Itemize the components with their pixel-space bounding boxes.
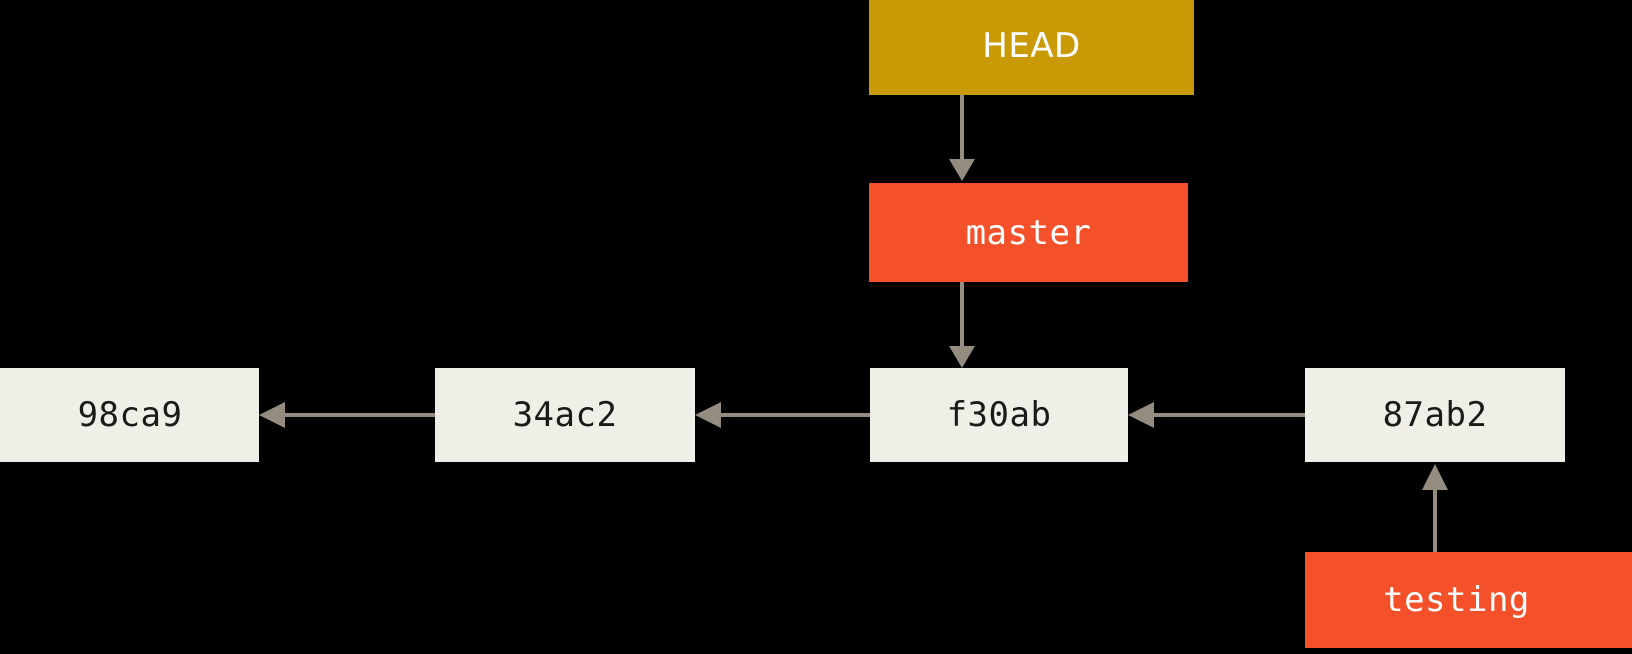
edge-master-to-f30ab — [944, 282, 980, 370]
node-head-label: HEAD — [982, 25, 1081, 66]
node-commit-87ab2-label: 87ab2 — [1382, 395, 1488, 435]
node-commit-98ca9-label: 98ca9 — [77, 395, 183, 435]
node-commit-f30ab-label: f30ab — [946, 395, 1052, 435]
edge-testing-to-87ab2 — [1417, 462, 1453, 554]
edge-87ab2-to-f30ab — [1128, 397, 1305, 433]
node-commit-98ca9[interactable]: 98ca9 — [0, 368, 259, 462]
node-commit-34ac2[interactable]: 34ac2 — [435, 368, 695, 462]
node-commit-34ac2-label: 34ac2 — [512, 395, 618, 435]
node-commit-f30ab[interactable]: f30ab — [870, 368, 1128, 462]
node-master[interactable]: master — [869, 183, 1188, 282]
node-master-label: master — [965, 212, 1092, 253]
node-head[interactable]: HEAD — [869, 0, 1194, 95]
edge-f30ab-to-34ac2 — [695, 397, 870, 433]
node-commit-87ab2[interactable]: 87ab2 — [1305, 368, 1565, 462]
node-testing-label: testing — [1383, 580, 1530, 620]
edge-34ac2-to-98ca9 — [259, 397, 435, 433]
edge-head-to-master — [944, 95, 980, 183]
node-testing[interactable]: testing — [1305, 552, 1632, 648]
